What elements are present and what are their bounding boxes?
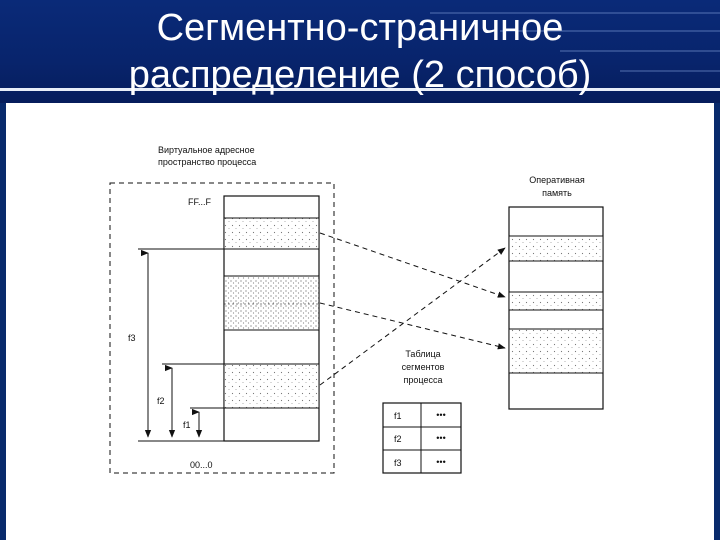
segment-f2-label: f2 bbox=[157, 396, 165, 406]
right-border bbox=[714, 103, 720, 540]
mapping-arrow-2 bbox=[319, 302, 506, 350]
process-boundary bbox=[109, 182, 335, 474]
slide-title-line-1: Сегментно-страничное bbox=[156, 7, 564, 49]
title-underline bbox=[0, 88, 720, 91]
table-row-name-f2: f2 bbox=[394, 434, 402, 444]
table-row-name-f1: f1 bbox=[394, 411, 402, 421]
virtual-pages bbox=[223, 195, 320, 442]
segment-table bbox=[382, 402, 462, 474]
slide-title-line-2: распределение (2 способ) bbox=[128, 54, 592, 96]
ram-frames bbox=[508, 206, 604, 410]
table-row-value-f1: ••• bbox=[436, 410, 445, 420]
left-border bbox=[0, 103, 6, 540]
mapping-arrow-1 bbox=[319, 232, 506, 298]
mapping-arrow-3 bbox=[319, 247, 506, 386]
table-row-value-f2: ••• bbox=[436, 433, 445, 443]
segment-table-label-2: сегментов bbox=[402, 362, 445, 372]
segment-f1-label: f1 bbox=[183, 420, 191, 430]
virtual-space-label-2: пространство процесса bbox=[158, 157, 256, 167]
ram-label-1: Оперативная bbox=[529, 175, 585, 185]
top-address-label: FF...F bbox=[188, 197, 211, 207]
ram-label-2: память bbox=[542, 188, 572, 198]
title-bar: Сегментно-страничное распределение (2 сп… bbox=[0, 0, 720, 103]
virtual-space-label-1: Виртуальное адресное bbox=[158, 145, 255, 155]
table-row-name-f3: f3 bbox=[394, 458, 402, 468]
table-row-value-f3: ••• bbox=[436, 457, 445, 467]
segment-f3-label: f3 bbox=[128, 333, 136, 343]
bottom-address-label: 00...0 bbox=[190, 460, 213, 470]
segment-table-label-1: Таблица bbox=[405, 349, 440, 359]
segment-table-label-3: процесса bbox=[404, 375, 443, 385]
